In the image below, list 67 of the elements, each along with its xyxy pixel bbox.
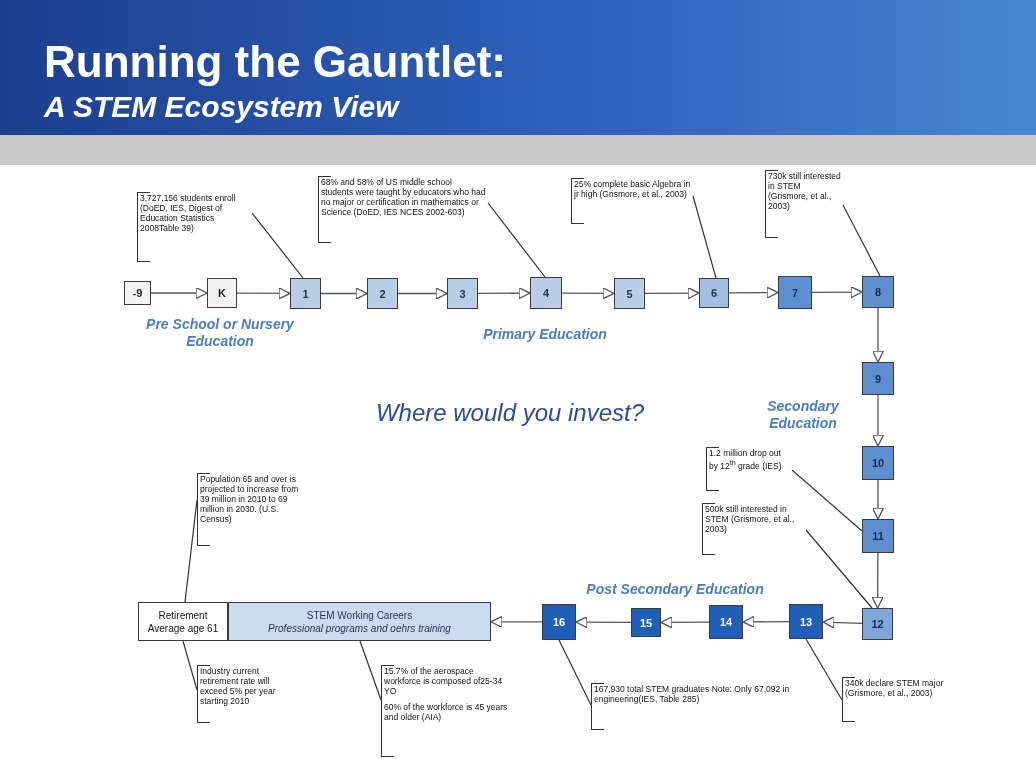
grade-box: 10 xyxy=(862,446,894,480)
callout-note: Population 65 and over is projected to increase from 39 million in 2010 to 69 million in 2030. (U.S. Census) xyxy=(197,473,302,546)
stage-label: Secondary Education xyxy=(766,398,840,432)
grade-box: K xyxy=(207,278,237,308)
callout-note: Industry current retirement rate will exceed 5% per year starting 2010 xyxy=(197,665,289,723)
grade-box: 7 xyxy=(778,276,812,309)
callout-note: 15.7% of the aerospace workforce is composed of25-34 YO 60% of the workforce is 45 years and older (AIA) xyxy=(381,665,511,757)
arrow xyxy=(397,287,448,300)
callout-note: 1.2 million drop out by 12$^{th}$ grade (IES) xyxy=(706,447,792,491)
callout-note: 500k still interested in STEM (Grismore, et al., 2003) xyxy=(702,503,806,555)
arrow xyxy=(320,287,368,300)
leader-line xyxy=(251,212,304,279)
arrow xyxy=(150,286,208,300)
grade-box: 15 xyxy=(631,608,661,637)
arrow xyxy=(871,479,885,520)
leader-line xyxy=(692,195,717,279)
slide-title: Running the Gauntlet: xyxy=(44,38,506,86)
arrow xyxy=(811,286,863,299)
career-box: STEM Working Careers Professional programs and oehrs training xyxy=(228,602,491,641)
arrow xyxy=(644,287,700,300)
callout-note: 730k still interested in STEM (Grismore, et al., 2003) xyxy=(765,170,843,238)
arrow xyxy=(660,616,710,629)
arrow xyxy=(822,616,863,629)
leader-line xyxy=(182,640,198,691)
leader-line xyxy=(487,202,546,278)
grade-box: 5 xyxy=(614,278,645,309)
grade-box: 6 xyxy=(699,278,729,308)
stage-label: Pre School or Nursery Education xyxy=(145,316,295,350)
callout-note: 167,930 total STEM graduates Note: Only 67,092 in engineering(IES, Table 285) xyxy=(591,683,803,730)
callout-note: 25% complete basic Algebra in jr high (Grismore, et al., 2003) xyxy=(571,178,693,224)
leader-line xyxy=(805,638,843,701)
callout-note: 68% and 58% of US middle school students were taught by educators who had no major or certification in mathematics or Science (DoED, IES NCES 2002-603) xyxy=(318,176,488,243)
grade-box: 3 xyxy=(447,278,478,309)
grade-box: 4 xyxy=(530,277,562,309)
grade-box: 16 xyxy=(542,604,576,640)
grade-box: 9 xyxy=(862,362,894,395)
arrow xyxy=(871,307,885,363)
callout-note: 340k declare STEM major (Grismore, et al., 2003) xyxy=(842,677,962,722)
grade-box: 2 xyxy=(367,278,398,309)
arrow xyxy=(728,286,779,299)
arrow xyxy=(490,615,543,628)
grade-box: 8 xyxy=(862,276,894,308)
arrow xyxy=(477,287,531,300)
arrow xyxy=(742,615,790,628)
stage-label: Post Secondary Education xyxy=(585,581,765,598)
retirement-box: Retirement Average age 61 xyxy=(138,602,228,641)
leader-line xyxy=(359,640,382,701)
grade-box: 11 xyxy=(862,519,894,553)
stage-label: Primary Education xyxy=(482,326,608,343)
arrow xyxy=(871,552,884,609)
grade-box: 12 xyxy=(862,608,893,640)
leader-line xyxy=(791,469,863,532)
leader-line xyxy=(805,529,873,609)
question-text: Where would you invest? xyxy=(374,398,646,428)
leader-line xyxy=(184,499,198,603)
grade-box: 13 xyxy=(789,604,823,639)
grade-box: 14 xyxy=(709,605,743,639)
arrow xyxy=(871,394,885,447)
leader-line xyxy=(558,639,592,706)
slide-subtitle: A STEM Ecosystem View xyxy=(44,90,399,124)
grade-box: -9 xyxy=(124,281,151,305)
arrow xyxy=(236,287,291,300)
grade-box: 1 xyxy=(290,278,321,309)
arrow xyxy=(561,287,615,300)
callout-note: 3,727,156 students enroll (DoED, IES, Digest of Education Statistics 2008Table 39) xyxy=(137,192,252,262)
leader-line xyxy=(842,204,881,277)
arrow xyxy=(575,616,632,629)
